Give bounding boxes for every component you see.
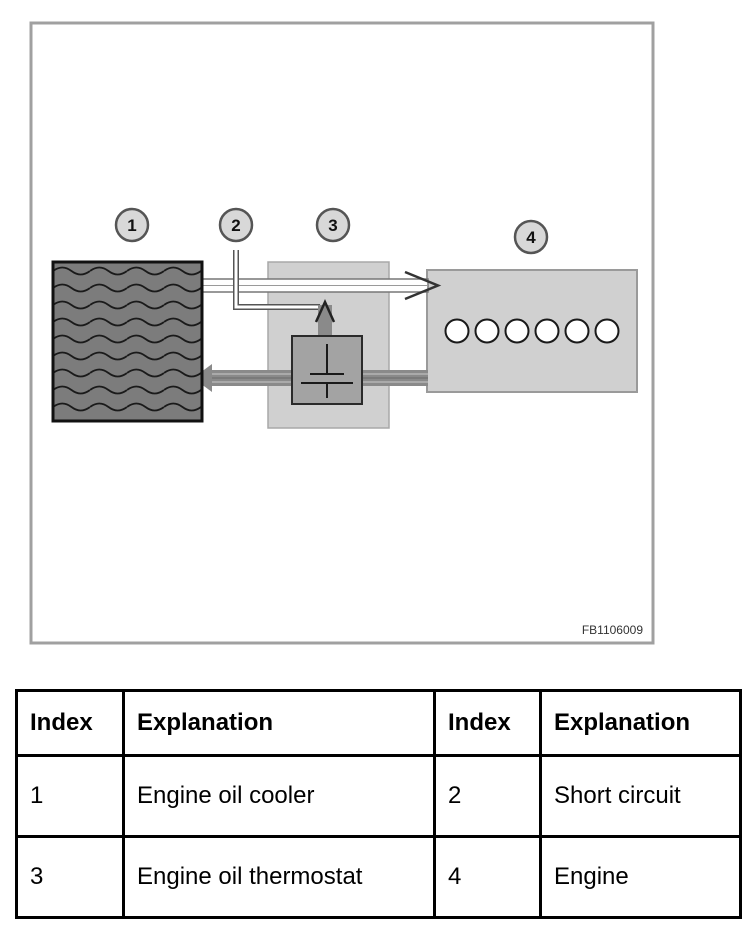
svg-text:2: 2 bbox=[231, 216, 240, 235]
marker-1: 1 bbox=[114, 207, 150, 243]
engine-cylinders bbox=[444, 318, 620, 344]
cylinder-circle bbox=[594, 318, 620, 344]
header-index: Index bbox=[433, 689, 542, 757]
header-index: Index bbox=[15, 689, 125, 757]
supply-flow-pipe bbox=[201, 270, 442, 301]
index-cell: 3 bbox=[15, 835, 125, 919]
svg-text:1: 1 bbox=[127, 216, 136, 235]
index-cell: 1 bbox=[15, 754, 125, 838]
oil-cooler bbox=[51, 260, 204, 423]
header-explanation: Explanation bbox=[539, 689, 742, 757]
cylinder-circle bbox=[564, 318, 590, 344]
explanation-cell: Engine oil cooler bbox=[122, 754, 436, 838]
thermostat-valve bbox=[291, 335, 363, 405]
cylinder-circle bbox=[444, 318, 470, 344]
legend-row: 3 Engine oil thermostat 4 Engine bbox=[15, 835, 742, 919]
marker-2: 2 bbox=[218, 207, 254, 243]
cylinder-circle bbox=[534, 318, 560, 344]
header-explanation: Explanation bbox=[122, 689, 436, 757]
short-circuit-line bbox=[233, 250, 336, 337]
index-cell: 4 bbox=[433, 835, 542, 919]
svg-text:4: 4 bbox=[526, 228, 536, 247]
svg-text:3: 3 bbox=[328, 216, 337, 235]
marker-4: 4 bbox=[513, 219, 549, 255]
legend-row: 1 Engine oil cooler 2 Short circuit bbox=[15, 754, 742, 838]
explanation-cell: Engine oil thermostat bbox=[122, 835, 436, 919]
index-cell: 2 bbox=[433, 754, 542, 838]
legend-header-row: Index Explanation Index Explanation bbox=[15, 689, 742, 757]
explanation-cell: Engine bbox=[539, 835, 742, 919]
marker-3: 3 bbox=[315, 207, 351, 243]
oil-cooling-diagram: 1 2 3 4 FB1106009 bbox=[29, 21, 655, 645]
cylinder-circle bbox=[504, 318, 530, 344]
explanation-cell: Short circuit bbox=[539, 754, 742, 838]
cylinder-circle bbox=[474, 318, 500, 344]
supply-arrow-head bbox=[404, 270, 442, 301]
legend-table: Index Explanation Index Explanation 1 En… bbox=[15, 689, 742, 919]
figure-code: FB1106009 bbox=[582, 623, 643, 637]
short-circuit-arrow-head bbox=[314, 298, 336, 323]
